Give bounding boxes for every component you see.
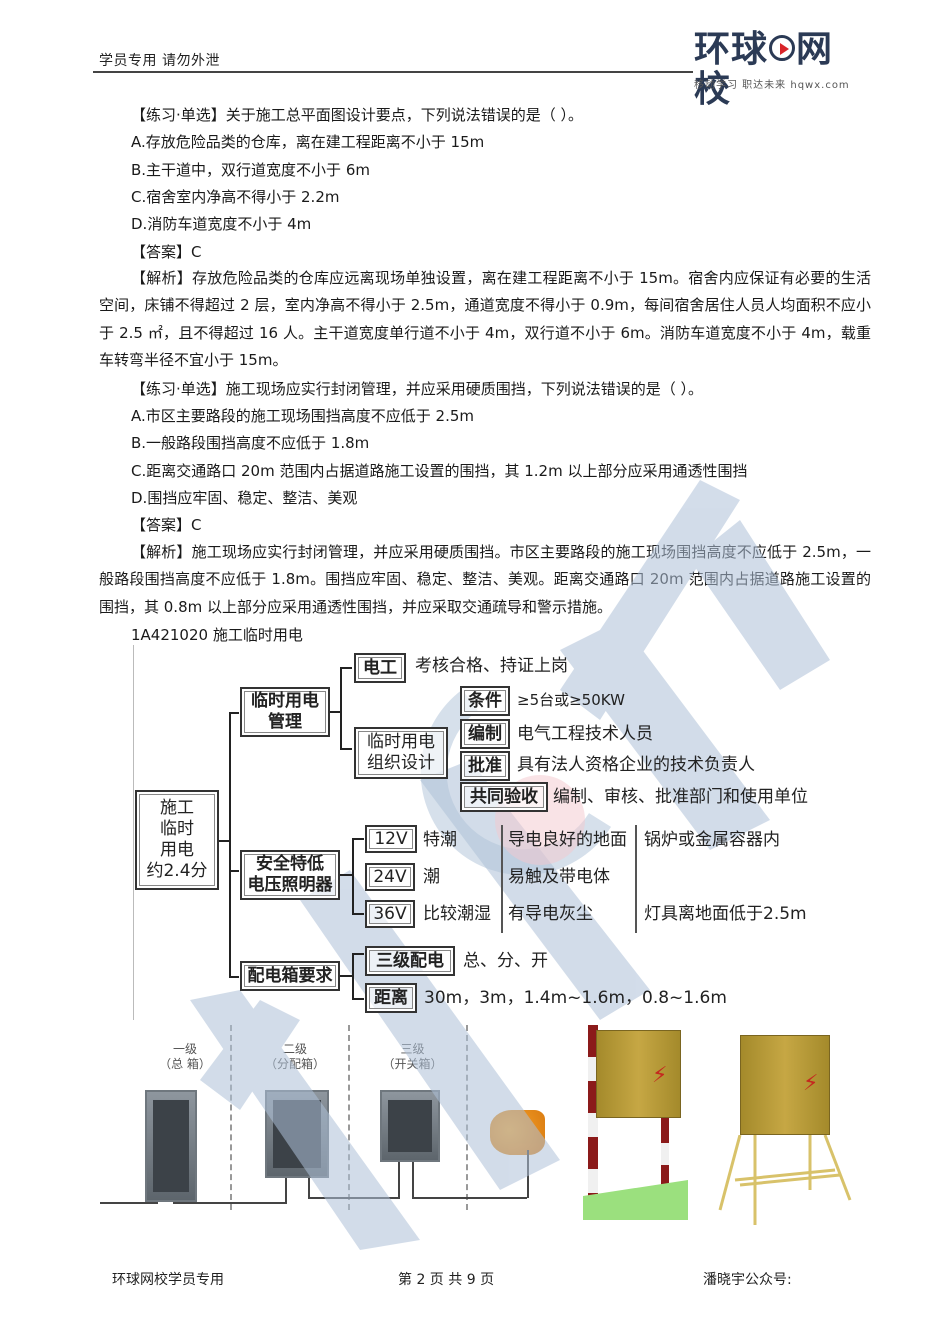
answer: 【答案】C: [131, 243, 202, 261]
analysis: 【解析】存放危险品类的仓库应远离现场单独设置，离在建工程距离不小于 15m。宿舍…: [99, 269, 871, 369]
question-stem: 【练习·单选】施工现场应实行封闭管理，并应采用硬质围挡，下列说法错误的是（ ）。: [131, 380, 704, 398]
branch-distribution-box: 配电箱要求: [240, 961, 340, 991]
branch-temp-electricity-management: 临时用电 管理: [240, 687, 330, 737]
level-3-label: 三级（开关箱）: [382, 1042, 443, 1071]
mixer-image: [490, 1110, 545, 1155]
page-number: 第 2 页 共 9 页: [398, 1272, 495, 1288]
electrician-requirement: 考核合格、持证上岗: [415, 656, 568, 676]
main-box-image: [145, 1090, 197, 1202]
option-c: C.宿舍室内净高不得小于 2.2m: [131, 188, 340, 206]
tag-compile: 编制: [460, 719, 510, 749]
tag-electrician: 电工: [354, 653, 406, 683]
stand-mounted-box-image: ⚡: [740, 1035, 830, 1135]
tag-distance: 距离: [365, 983, 417, 1013]
tag-joint-acceptance: 共同验收: [460, 782, 548, 812]
option-a: A.存放危险品类的仓库，离在建工程距离不小于 15m: [131, 133, 485, 151]
level-1-label: 一级（总 箱）: [159, 1042, 211, 1071]
tag-12v: 12V: [365, 825, 417, 853]
distribution-box-figure: 一级（总 箱） 二级（分配箱） 三级（开关箱） ⚡ ⚡: [100, 1020, 860, 1225]
lightning-icon: ⚡: [803, 1071, 819, 1096]
root-node: 施工 临时 用电 约2.4分: [135, 790, 219, 890]
level-2-label: 二级（分配箱）: [264, 1042, 325, 1071]
branch-org-design: 临时用电 组织设计: [354, 727, 448, 779]
option-b: B.主干道中，双行道宽度不小于 6m: [131, 161, 370, 179]
tag-36v: 36V: [365, 900, 415, 928]
sub-box-image: [265, 1090, 329, 1178]
option-c: C.距离交通路口 20m 范围内占据道路施工设置的围挡，其 1.2m 以上部分应…: [131, 462, 748, 480]
logo-tagline: 移动学习 职达未来 hqwx.com: [694, 80, 850, 91]
tag-24v: 24V: [365, 863, 415, 891]
header-notice: 学员专用 请勿外泄: [99, 53, 220, 69]
mind-map-temporary-electricity: 施工 临时 用电 约2.4分 临时用电 管理 电工 考核合格、持证上岗 临时用电…: [130, 645, 850, 1020]
option-b: B.一般路段围挡高度不应低于 1.8m: [131, 434, 370, 452]
tag-approve: 批准: [460, 751, 510, 781]
footer-right: 潘晓宇公众号:: [703, 1272, 792, 1288]
answer: 【答案】C: [131, 516, 202, 534]
branch-safety-low-voltage: 安全特低 电压照明器: [240, 850, 340, 900]
lightning-icon: ⚡: [652, 1063, 668, 1088]
analysis: 【解析】施工现场应实行封闭管理，并应采用硬质围挡。市区主要路段的施工现场围挡高度…: [99, 543, 871, 616]
brand-logo: 环球网校 移动学习 职达未来 hqwx.com: [694, 29, 850, 110]
footer-left: 环球网校学员专用: [112, 1272, 224, 1288]
option-a: A.市区主要路段的施工现场围挡高度不应低于 2.5m: [131, 407, 475, 425]
tag-three-level: 三级配电: [365, 946, 455, 976]
play-icon: [769, 35, 796, 61]
section-title: 1A421020 施工临时用电: [131, 626, 303, 644]
tag-condition: 条件: [460, 686, 510, 716]
stand-legs: [718, 1135, 852, 1225]
option-d: D.消防车道宽度不小于 4m: [131, 215, 312, 233]
question-stem: 【练习·单选】关于施工总平面图设计要点，下列说法错误的是（ ）。: [131, 106, 584, 124]
switch-box-image: [380, 1090, 440, 1162]
header-rule: [93, 71, 693, 73]
option-d: D.围挡应牢固、稳定、整洁、美观: [131, 489, 358, 507]
wall-mounted-box-image: ⚡: [596, 1030, 681, 1118]
